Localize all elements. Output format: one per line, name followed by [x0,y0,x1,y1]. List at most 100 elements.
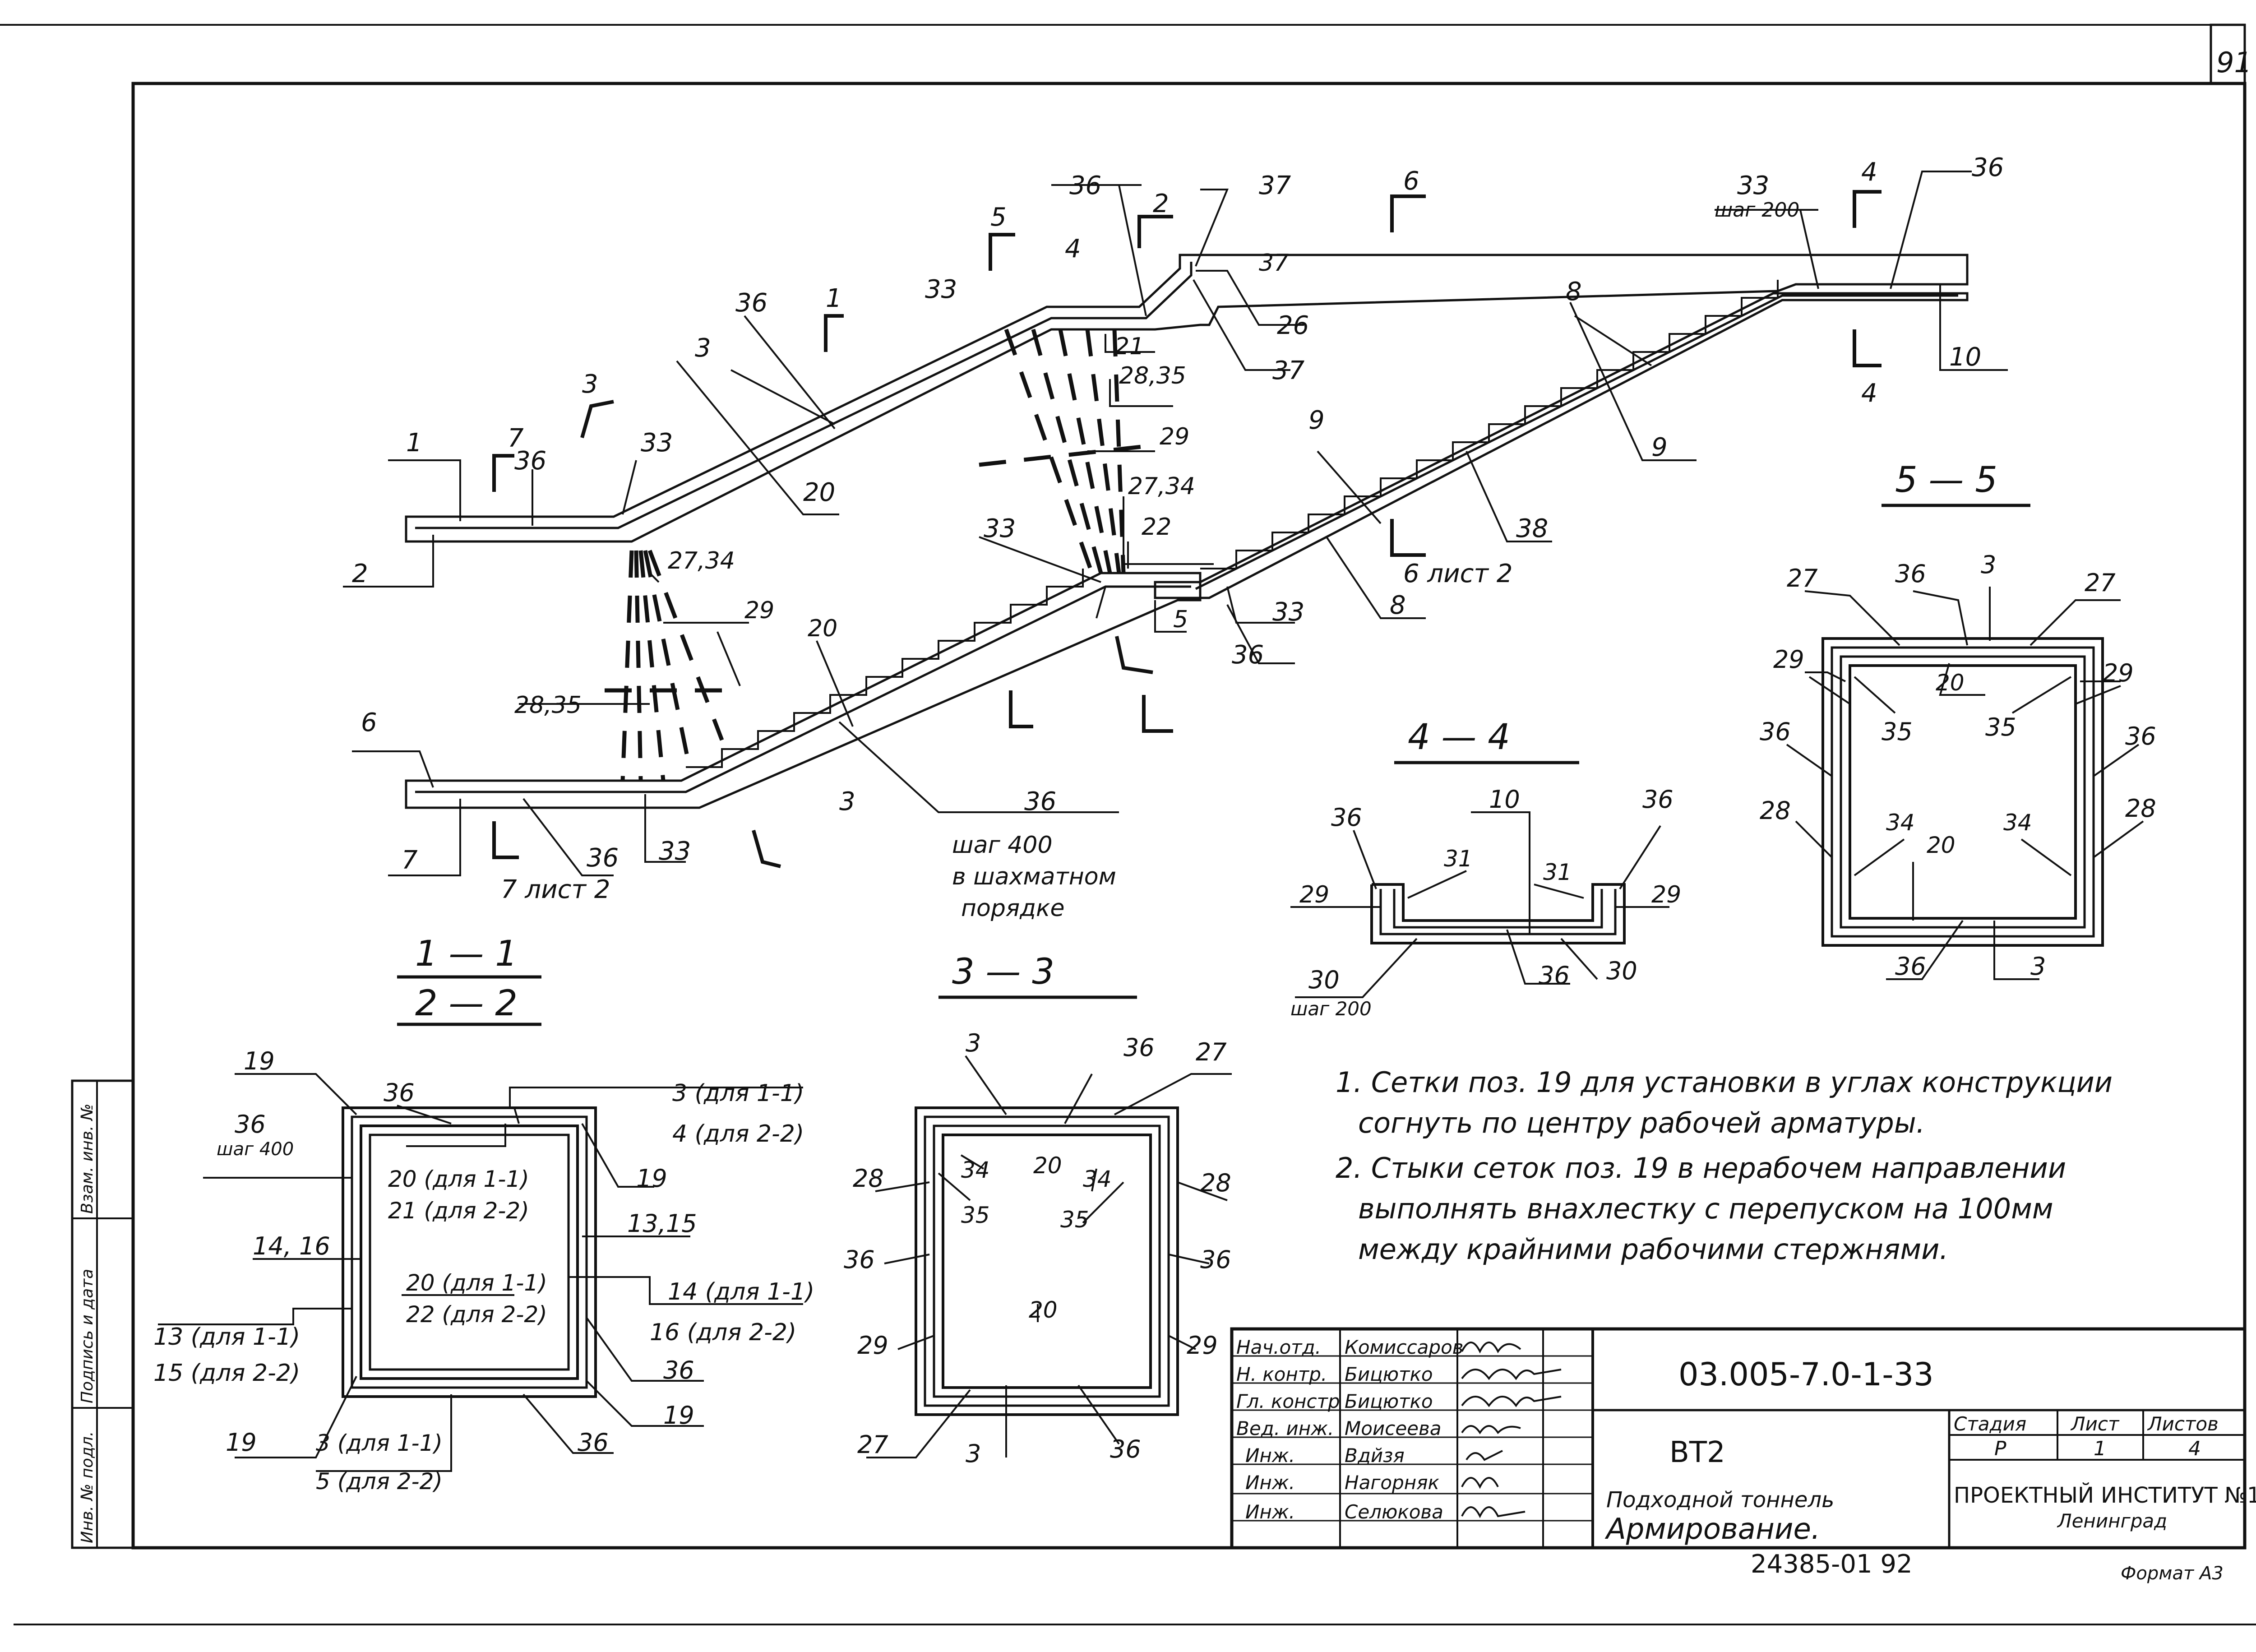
staircase-elevation: 1 2 6 7 36 7 3 1 5 2 6 4 4 33 36 3 20 33… [343,153,2008,922]
s11-label-19-d: 19 [226,1428,257,1457]
label-cut-1: 1 [826,284,842,313]
s55-label-29-a: 29 [1773,645,1804,674]
label-cut-4-top: 4 [1861,157,1877,187]
s11-label-19-c: 19 [663,1401,694,1430]
s11-label-3-b: 3 (для 1-1) [316,1430,443,1456]
s11-label-13-15: 13,15 [627,1209,697,1238]
label-4: 4 [1065,234,1081,264]
label-21: 21 [1114,333,1144,360]
section-title-2-2: 2 — 2 [415,983,518,1024]
section-4-4: 4 — 4 10 36 36 31 31 29 29 30 36 30 шаг … [1290,717,1681,1020]
s11-label-20: 20 (для 1-1) [388,1166,529,1192]
note-line-5: между крайними рабочими стержнями. [1358,1233,1948,1266]
s11-label-14-16: 14, 16 [253,1232,330,1260]
s11-label-36-c: 36 [663,1356,694,1384]
dashed-fan-bars-left [605,550,724,781]
label-36-f: 36 [1232,640,1264,670]
s11-label-36-a: 36 [384,1078,415,1107]
label-37-b: 37 [1259,250,1289,277]
name-bitsyutko-2: Бицютко [1345,1390,1433,1412]
doc-title-1: Подходной тоннель [1606,1487,1834,1513]
label-33-e: 33 [1272,597,1304,627]
cut-mark-2-top [1137,215,1173,248]
label-2: 2 [352,559,368,588]
org-name: ПРОЕКТНЫЙ ИНСТИТУТ №1 [1954,1482,2256,1508]
cut-mark-4-top [1853,190,1882,228]
cut-mark-6-top [1390,194,1426,232]
s11-label-36-d: 36 [578,1428,609,1457]
s44-label-10: 10 [1489,785,1520,814]
stage-value: Р [1994,1437,2006,1460]
s11-label-4: 4 (для 2-2) [672,1120,804,1148]
section-3-3: 3 — 3 3 36 27 28 34 20 [844,952,1232,1468]
label-36-g: 36 [1972,153,2004,182]
s55-label-27-a: 27 [1787,564,1818,592]
s55-label-36-b: 36 [1760,717,1791,746]
s55-label-20-a: 20 [1936,670,1965,696]
stamp-signature-date: Подпись и дата [78,1269,97,1403]
sheet-header: Лист [2070,1413,2120,1435]
role-lead-engineer: Вед. инж. [1236,1417,1334,1439]
label-5: 5 [1173,606,1188,633]
upper-flight-bar [1195,294,1958,590]
label-36-d: 36 [1024,787,1056,816]
note-line-2: согнуть по центру рабочей арматуры. [1358,1106,1925,1139]
s11-label-22: 22 (для 2-2) [406,1301,547,1328]
label-33-f: 33 [1737,171,1769,200]
label-shag-400: шаг 400 [952,832,1053,859]
role-head-department: Нач.отд. [1236,1336,1321,1358]
title-block: Нач.отд. Н. контр. Гл. констр Вед. инж. … [1230,1327,2256,1550]
label-7-list2: 7 лист 2 [501,875,610,904]
stamp-original-inv: Инв. № подл. [78,1431,97,1543]
label-7-bottom: 7 [402,846,418,875]
cut-mark-2-bottom [1142,695,1173,733]
label-10: 10 [1949,342,1981,372]
s44-label-36-c: 36 [1539,961,1570,990]
note-line-1: 1. Сетки поз. 19 для установки в углах к… [1336,1066,2113,1099]
s33-label-20: 20 [1033,1152,1062,1179]
sheet-number-box [2210,23,2246,85]
label-8-b: 8 [1390,591,1406,620]
section-title-1-1: 1 — 1 [415,934,518,974]
s33-label-35: 35 [961,1202,990,1228]
outer-frame [131,82,2247,1550]
s44-label-36-b: 36 [1642,785,1674,814]
s55-label-3-a: 3 [1981,551,1996,579]
label-36-c: 36 [1069,171,1101,200]
s55-label-34-b: 34 [2003,810,2032,836]
label-37-c: 37 [1272,356,1305,385]
s55-label-35-b: 35 [1985,713,2016,741]
role-chief-designer: Гл. констр [1236,1390,1340,1412]
label-6-list2: 6 лист 2 [1403,559,1512,588]
s11-label-19-b: 19 [636,1164,667,1193]
s33-label-36: 36 [1123,1033,1155,1062]
label-cut-5: 5 [990,203,1007,232]
sheet-value: 1 [2094,1437,2106,1460]
elevation-leaders [343,171,2008,876]
cut-mark-3-bottom [752,829,781,868]
s33-label-36-c: 36 [1200,1245,1231,1274]
label-1: 1 [406,428,422,458]
s33-label-3-b: 3 [966,1439,981,1468]
s55-label-36-d: 36 [1895,952,1926,981]
cut-mark-3-top [580,400,614,439]
lower-slab-bar [415,585,1191,793]
doc-code: 03.005-7.0-1-33 [1678,1356,1934,1393]
s11-label-shag-400: шаг 400 [217,1139,294,1160]
notes: 1. Сетки поз. 19 для установки в углах к… [1336,1066,2113,1266]
label-28-35-b: 28,35 [514,692,582,719]
label-38: 38 [1516,514,1548,543]
s44-label-36-a: 36 [1331,803,1362,832]
s11-label-3: 3 (для 1-1) [672,1080,804,1107]
s55-label-34-a: 34 [1886,810,1915,836]
s44-label-30-b: 30 [1606,957,1637,985]
sheets-header: Листов [2147,1413,2219,1435]
s55-label-36-a: 36 [1895,560,1926,588]
bottom-archive-code: 24385-01 92 [1751,1550,1913,1579]
label-29-a: 29 [1160,423,1189,450]
s33-label-28-b: 28 [1200,1169,1231,1197]
role-engineer-1: Инж. [1245,1444,1295,1467]
label-36-b: 36 [735,288,767,318]
cut-mark-4-bottom [1853,329,1882,367]
role-norm-control: Н. контр. [1236,1363,1327,1385]
